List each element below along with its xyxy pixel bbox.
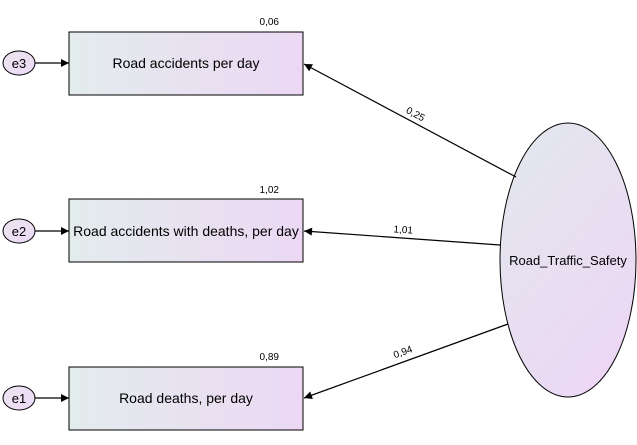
variance-label-1: 0,06 [260, 17, 280, 28]
loading-arrow-3 [303, 323, 509, 400]
latent-ellipse [499, 122, 637, 398]
observed-variable-2: Road accidents with deaths, per day 1,02 [68, 185, 304, 263]
variance-label-2: 1,02 [260, 185, 280, 196]
observed-variable-3: Road deaths, per day 0,89 [68, 352, 304, 431]
variance-label-3: 0,89 [260, 352, 280, 363]
observed-box-2 [68, 198, 304, 263]
latent-label: Road_Traffic_Safety [509, 253, 627, 268]
loading-arrow-2 [303, 227, 501, 246]
loading-arrow-1 [303, 63, 517, 178]
loading-label-1: 0,25 [404, 105, 427, 124]
error-label-2: e2 [12, 224, 26, 239]
observed-box-1 [68, 31, 304, 96]
loading-path-3: 0,94 [303, 323, 509, 400]
observed-box-3 [68, 366, 304, 431]
loading-path-2: 1,01 [303, 224, 501, 246]
observed-label-3: Road deaths, per day [119, 390, 253, 406]
latent-variable: Road_Traffic_Safety [499, 122, 637, 398]
observed-variable-1: Road accidents per day 0,06 [68, 17, 304, 96]
error-term-1: e3 [2, 50, 69, 76]
observed-label-2: Road accidents with deaths, per day [73, 223, 299, 239]
error-term-3: e1 [2, 385, 69, 411]
loading-label-2: 1,01 [393, 224, 414, 236]
error-label-1: e3 [12, 56, 26, 71]
error-term-2: e2 [2, 218, 69, 244]
observed-label-1: Road accidents per day [112, 55, 259, 71]
loading-path-1: 0,25 [303, 63, 517, 178]
error-label-3: e1 [12, 391, 26, 406]
